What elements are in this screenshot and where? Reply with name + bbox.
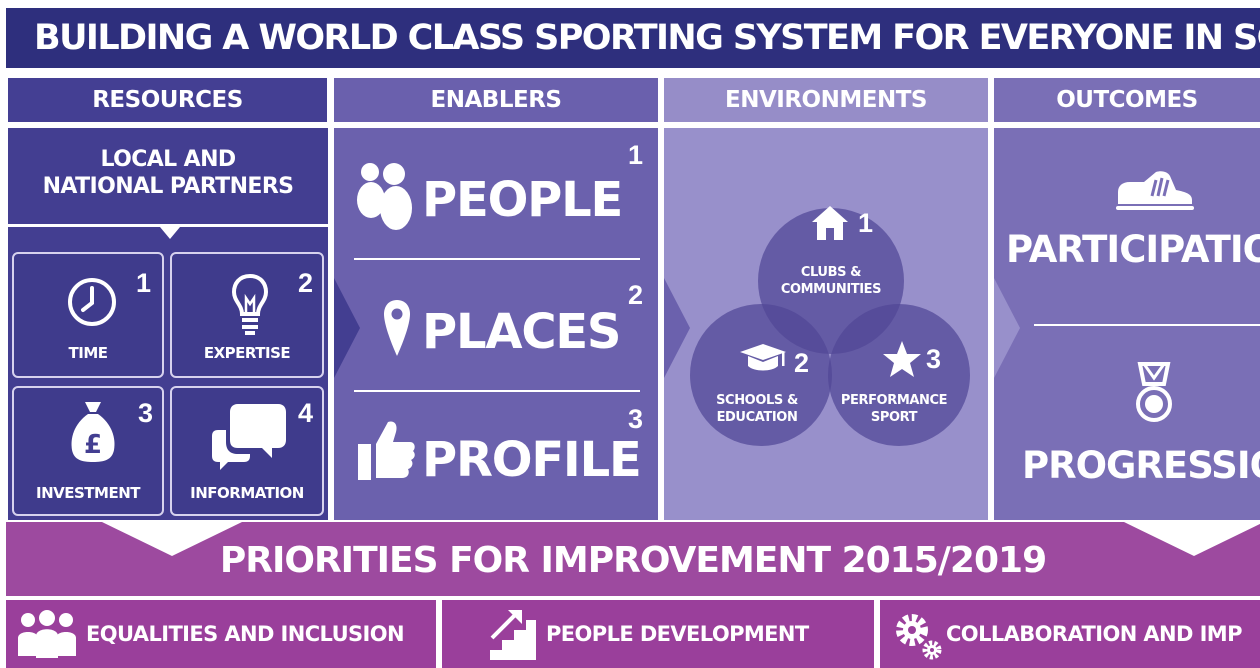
- resource-label-investment: INVESTMENT: [36, 484, 140, 502]
- column-header-enablers-label: ENABLERS: [430, 87, 562, 113]
- stairs-arrow-icon: [490, 610, 536, 660]
- gears-icon: [896, 614, 942, 660]
- enablers-panel: PEOPLE 1 PLACES 2 PROFILE 3: [334, 128, 658, 520]
- resource-tile-expertise: 2 EXPERTISE: [170, 252, 324, 378]
- outcomes-panel: PARTICIPATIO PROGRESSIO: [994, 128, 1260, 520]
- title-bar: BUILDING A WORLD CLASS SPORTING SYSTEM F…: [6, 8, 1260, 68]
- group-icon: [18, 610, 76, 658]
- arrow-notch: [994, 278, 1020, 378]
- resource-label-time: TIME: [68, 344, 109, 362]
- resource-number: 1: [136, 268, 152, 298]
- priority-label-collaboration: COLLABORATION AND IMP: [946, 622, 1242, 646]
- environment-label-line2: EDUCATION: [716, 410, 798, 425]
- divider: [354, 390, 640, 392]
- priority-label-people-development: PEOPLE DEVELOPMENT: [546, 622, 809, 646]
- environment-label-line1: CLUBS &: [800, 265, 862, 280]
- resource-label-information: INFORMATION: [190, 484, 304, 502]
- enabler-row-places: PLACES 2: [334, 260, 658, 386]
- partners-heading-line1: LOCAL AND: [100, 147, 236, 172]
- medal-icon: [1136, 362, 1172, 422]
- environment-label-line1: SCHOOLS &: [716, 393, 798, 408]
- column-header-outcomes-label: OUTCOMES: [1056, 87, 1198, 113]
- enabler-number: 1: [628, 140, 644, 170]
- outcome-label-participation: PARTICIPATIO: [1006, 228, 1260, 271]
- priority-equalities: EQUALITIES AND INCLUSION: [6, 600, 436, 668]
- graduation-cap-icon: [740, 344, 786, 371]
- venn-circle-schools: [690, 304, 832, 446]
- people-icon: [357, 163, 412, 230]
- divider: [354, 258, 640, 260]
- resource-tile-information: 4 INFORMATION: [170, 386, 324, 516]
- clock-icon: [68, 278, 116, 326]
- column-header-resources-label: RESOURCES: [92, 87, 243, 113]
- priority-label-equalities: EQUALITIES AND INCLUSION: [86, 622, 405, 646]
- environment-label-line1: PERFORMANCE: [840, 393, 948, 408]
- down-arrow-marker: [102, 522, 242, 556]
- resource-number: 2: [298, 268, 314, 298]
- enabler-row-profile: PROFILE 3: [334, 392, 658, 518]
- thumbs-up-icon: [358, 421, 415, 480]
- page-title: BUILDING A WORLD CLASS SPORTING SYSTEM F…: [34, 18, 1260, 58]
- money-bag-icon: £: [71, 402, 115, 462]
- star-icon: [883, 341, 921, 377]
- enabler-number: 2: [628, 280, 644, 310]
- venn-circle-performance: [828, 304, 970, 446]
- down-arrow-marker: [1124, 522, 1260, 556]
- environment-label-line2: COMMUNITIES: [780, 282, 882, 297]
- outcome-label-progression: PROGRESSIO: [1022, 444, 1260, 487]
- speech-bubbles-icon: [212, 404, 286, 470]
- priorities-band: PRIORITIES FOR IMPROVEMENT 2015/2019: [6, 522, 1260, 596]
- arrow-notch: [664, 278, 690, 378]
- environment-number: 1: [858, 208, 874, 238]
- enabler-label-places: PLACES: [422, 304, 622, 360]
- environment-number: 2: [794, 348, 810, 378]
- priority-people-development: PEOPLE DEVELOPMENT: [442, 600, 874, 668]
- arrow-notch: [334, 278, 360, 378]
- environment-label-performance: PERFORMANCE SPORT: [834, 392, 954, 426]
- divider: [8, 224, 328, 227]
- resource-tile-time: 1 TIME: [12, 252, 164, 378]
- house-icon: [812, 206, 848, 240]
- resource-number: 3: [138, 398, 154, 428]
- priorities-title: PRIORITIES FOR IMPROVEMENT 2015/2019: [219, 540, 1047, 581]
- column-header-environments-label: ENVIRONMENTS: [725, 87, 927, 113]
- priority-collaboration: COLLABORATION AND IMP: [880, 600, 1260, 668]
- environments-panel: 1 CLUBS & COMMUNITIES 2 SCHOOLS & EDUCAT…: [664, 128, 988, 520]
- resource-label-expertise: EXPERTISE: [203, 344, 291, 362]
- column-header-environments: ENVIRONMENTS: [664, 78, 988, 122]
- trainer-shoe-icon: [1116, 171, 1194, 210]
- resources-panel: LOCAL AND NATIONAL PARTNERS 1 TIME 2 EXP…: [8, 128, 328, 520]
- resource-tile-investment: £ 3 INVESTMENT: [12, 386, 164, 516]
- svg-text:£: £: [84, 430, 102, 460]
- enabler-number: 3: [628, 404, 644, 434]
- lightbulb-icon: [231, 273, 269, 335]
- enabler-row-people: PEOPLE 1: [334, 128, 658, 254]
- environment-number: 3: [926, 344, 942, 374]
- resource-number: 4: [298, 398, 314, 428]
- column-header-outcomes: OUTCOMES: [994, 78, 1260, 122]
- environment-label-line2: SPORT: [870, 410, 918, 425]
- down-arrow-marker: [160, 227, 180, 239]
- location-pin-icon: [384, 300, 410, 356]
- environment-label-clubs: CLUBS & COMMUNITIES: [774, 264, 888, 298]
- column-header-enablers: ENABLERS: [334, 78, 658, 122]
- partners-heading: LOCAL AND NATIONAL PARTNERS: [8, 146, 328, 200]
- divider: [1034, 324, 1260, 326]
- enabler-label-profile: PROFILE: [422, 432, 642, 488]
- partners-heading-line2: NATIONAL PARTNERS: [42, 174, 294, 199]
- column-header-resources: RESOURCES: [8, 78, 327, 122]
- environment-label-schools: SCHOOLS & EDUCATION: [702, 392, 812, 426]
- enabler-label-people: PEOPLE: [422, 172, 623, 228]
